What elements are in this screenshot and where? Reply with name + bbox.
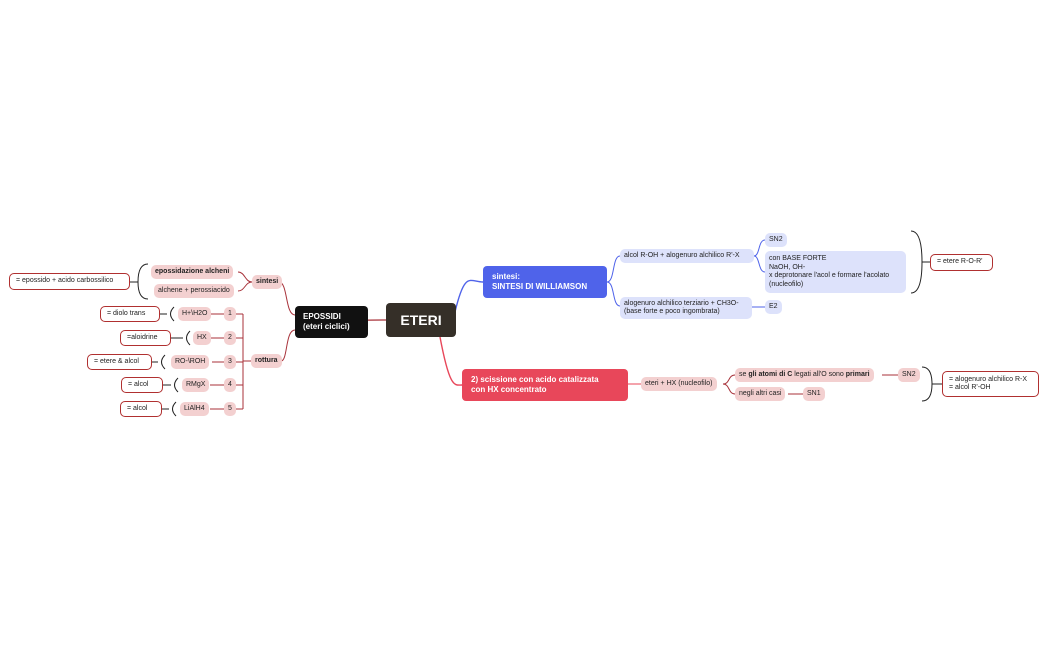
scissione-label-1: 2) scissione con acido catalizzata (471, 375, 599, 384)
num-label: 2 (228, 333, 232, 341)
rottura-reagent-4[interactable]: RMgX (182, 378, 210, 392)
epossidi-label-1: EPOSSIDI (303, 312, 341, 321)
williamson-result-label: = etere R-O-R' (937, 258, 983, 266)
case1-bold: primari (845, 370, 870, 378)
reagent-label: RMgX (186, 380, 206, 388)
branch2-line: (base forte e poco ingombrata) (624, 308, 720, 315)
rottura-reagent-2[interactable]: HX (193, 331, 211, 345)
scissione-reaction-label: eteri + HX (nucleofilo) (645, 379, 713, 387)
conditions-line: con BASE FORTE (769, 255, 827, 262)
williamson-branch1-node[interactable]: alcol R-OH + alogenuro alchilico R'-X (620, 249, 754, 263)
scissione-case2-node[interactable]: negli altri casi (735, 387, 786, 401)
epossidi-label-2: (eteri ciclici) (303, 322, 350, 331)
result-label: =aloidrine (127, 333, 158, 341)
williamson-label-1: sintesi: (492, 272, 521, 281)
williamson-sn2-node[interactable]: SN2 (765, 233, 787, 247)
result-label: = alcol (127, 404, 148, 412)
result-label: = alcol (128, 380, 149, 388)
conditions-line: NaOH, OH- (769, 263, 806, 271)
num-label: 3 (228, 357, 232, 365)
williamson-result-node[interactable]: = etere R-O-R' (930, 254, 993, 271)
rottura-result-1[interactable]: = diolo trans (100, 306, 160, 322)
result-label: = etere & alcol (94, 357, 139, 365)
scissione-label-2: con HX concentrato (471, 385, 547, 394)
epossidi-node[interactable]: EPOSSIDI (eteri ciclici) (295, 306, 368, 338)
scissione-node[interactable]: 2) scissione con acido catalizzata con H… (462, 369, 628, 401)
root-label: ETERI (400, 311, 442, 328)
scissione-result-line: = alogenuro alchilico R-X (949, 375, 1028, 383)
williamson-branch1-label: alcol R-OH + alogenuro alchilico R'-X (624, 251, 740, 259)
williamson-conditions-node[interactable]: con BASE FORTE NaOH, OH- x deprotonare l… (765, 251, 906, 293)
case1-text: legati all'O sono (792, 370, 846, 378)
rottura-num-3: 3 (224, 355, 236, 369)
rottura-result-2[interactable]: =aloidrine (120, 330, 171, 346)
branch2-line: alogenuro alchilico terziario + CH3O- (624, 299, 739, 307)
sintesi-result-node[interactable]: = epossido + acido carbossilico (9, 273, 130, 290)
rottura-result-4[interactable]: = alcol (121, 377, 163, 393)
num-label: 4 (228, 380, 232, 388)
williamson-e2-node[interactable]: E2 (765, 300, 782, 314)
williamson-e2-label: E2 (769, 302, 778, 310)
scissione-sn2-node[interactable]: SN2 (898, 368, 920, 382)
williamson-sn2-label: SN2 (769, 235, 783, 243)
rottura-num-1: 1 (224, 307, 236, 321)
reagent-label: LiAlH4 (184, 404, 205, 412)
reagent-label: H+\H2O (182, 309, 208, 317)
result-label: = diolo trans (107, 309, 146, 317)
alchene-perossiacido-label: alchene + perossiacido (158, 286, 230, 294)
rottura-label: rottura (255, 356, 278, 364)
rottura-num-5: 5 (224, 402, 236, 416)
scissione-sn2-label: SN2 (902, 370, 916, 378)
williamson-branch2-node[interactable]: alogenuro alchilico terziario + CH3O- (b… (620, 297, 752, 319)
rottura-result-3[interactable]: = etere & alcol (87, 354, 152, 370)
rottura-result-5[interactable]: = alcol (120, 401, 162, 417)
num-label: 1 (228, 309, 232, 317)
rottura-node[interactable]: rottura (251, 354, 282, 368)
epossidi-sintesi-label: sintesi (256, 277, 279, 285)
rottura-reagent-3[interactable]: RO-\ROH (171, 355, 210, 369)
scissione-reaction-node[interactable]: eteri + HX (nucleofilo) (641, 377, 717, 391)
case1-text: se (739, 370, 749, 378)
alchene-perossiacido-node[interactable]: alchene + perossiacido (154, 284, 234, 298)
sintesi-result-label: = epossido + acido carbossilico (16, 277, 114, 285)
case1-bold: gli atomi di C (748, 370, 793, 378)
conditions-line: (nucleofilo) (769, 280, 804, 288)
williamson-label-2: SINTESI DI WILLIAMSON (492, 282, 588, 291)
rottura-num-2: 2 (224, 331, 236, 345)
num-label: 5 (228, 404, 232, 412)
scissione-sn1-node[interactable]: SN1 (803, 387, 825, 401)
case2-label: negli altri casi (739, 389, 782, 397)
scissione-result-line: = alcol R'-OH (949, 384, 991, 391)
williamson-node[interactable]: sintesi: SINTESI DI WILLIAMSON (483, 266, 607, 298)
reagent-label: RO-\ROH (175, 357, 206, 365)
reagent-label: HX (197, 333, 207, 341)
conditions-line: x deprotonare l'acol e formare l'acolato (769, 272, 890, 279)
epossidi-sintesi-node[interactable]: sintesi (252, 275, 283, 289)
rottura-reagent-1[interactable]: H+\H2O (178, 307, 212, 321)
epossidazione-node[interactable]: epossidazione alcheni (151, 265, 234, 279)
rottura-reagent-5[interactable]: LiAlH4 (180, 402, 209, 416)
scissione-case1-node[interactable]: se gli atomi di C legati all'O sono prim… (735, 368, 874, 382)
rottura-num-4: 4 (224, 378, 236, 392)
root-node[interactable]: ETERI (386, 303, 456, 337)
scissione-sn1-label: SN1 (807, 389, 821, 397)
scissione-result-node[interactable]: = alogenuro alchilico R-X = alcol R'-OH (942, 371, 1039, 397)
epossidazione-label: epossidazione alcheni (155, 267, 230, 275)
